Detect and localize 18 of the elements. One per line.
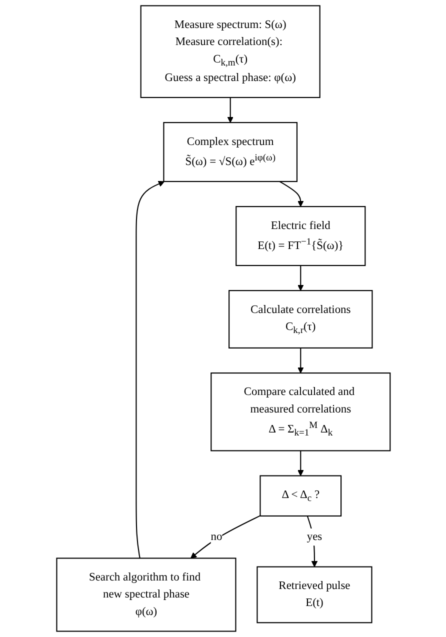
arrow xyxy=(306,516,318,568)
arrow xyxy=(297,348,304,374)
arrow xyxy=(278,181,304,207)
node-box: Electric field E(t) = FT$^{−1}${S̃(ω)} xyxy=(235,206,366,266)
node-box: Search algorithm to find new spectral phase φ(ω) xyxy=(56,558,236,632)
node-box: Retrieved pulse E(t) xyxy=(256,566,372,624)
node-box: Compare calculated and measured correlations Δ = Σ$_{k=1}$$^{M}$ Δ$_{k}$ xyxy=(210,372,390,452)
node-box: Complex spectrum S̃(ω) = √S(ω) e$^{iφ(ω)}$ xyxy=(162,122,298,182)
node-box: Calculate correlations C$_{k,r}$(τ) xyxy=(228,290,372,348)
edge-label: no xyxy=(210,530,222,543)
node-box: Measure spectrum: S(ω) Measure correlation(s): C$_{k,m}$(τ) Guess a spectral phase: φ(ω) xyxy=(140,5,320,98)
arrow xyxy=(297,450,304,476)
arrow xyxy=(190,515,260,559)
arrow xyxy=(135,180,164,558)
arrow xyxy=(226,98,234,123)
edge-label: yes xyxy=(306,530,322,543)
node-box: Δ < Δ$_{c}$ ? xyxy=(259,475,342,517)
arrow xyxy=(297,266,304,291)
